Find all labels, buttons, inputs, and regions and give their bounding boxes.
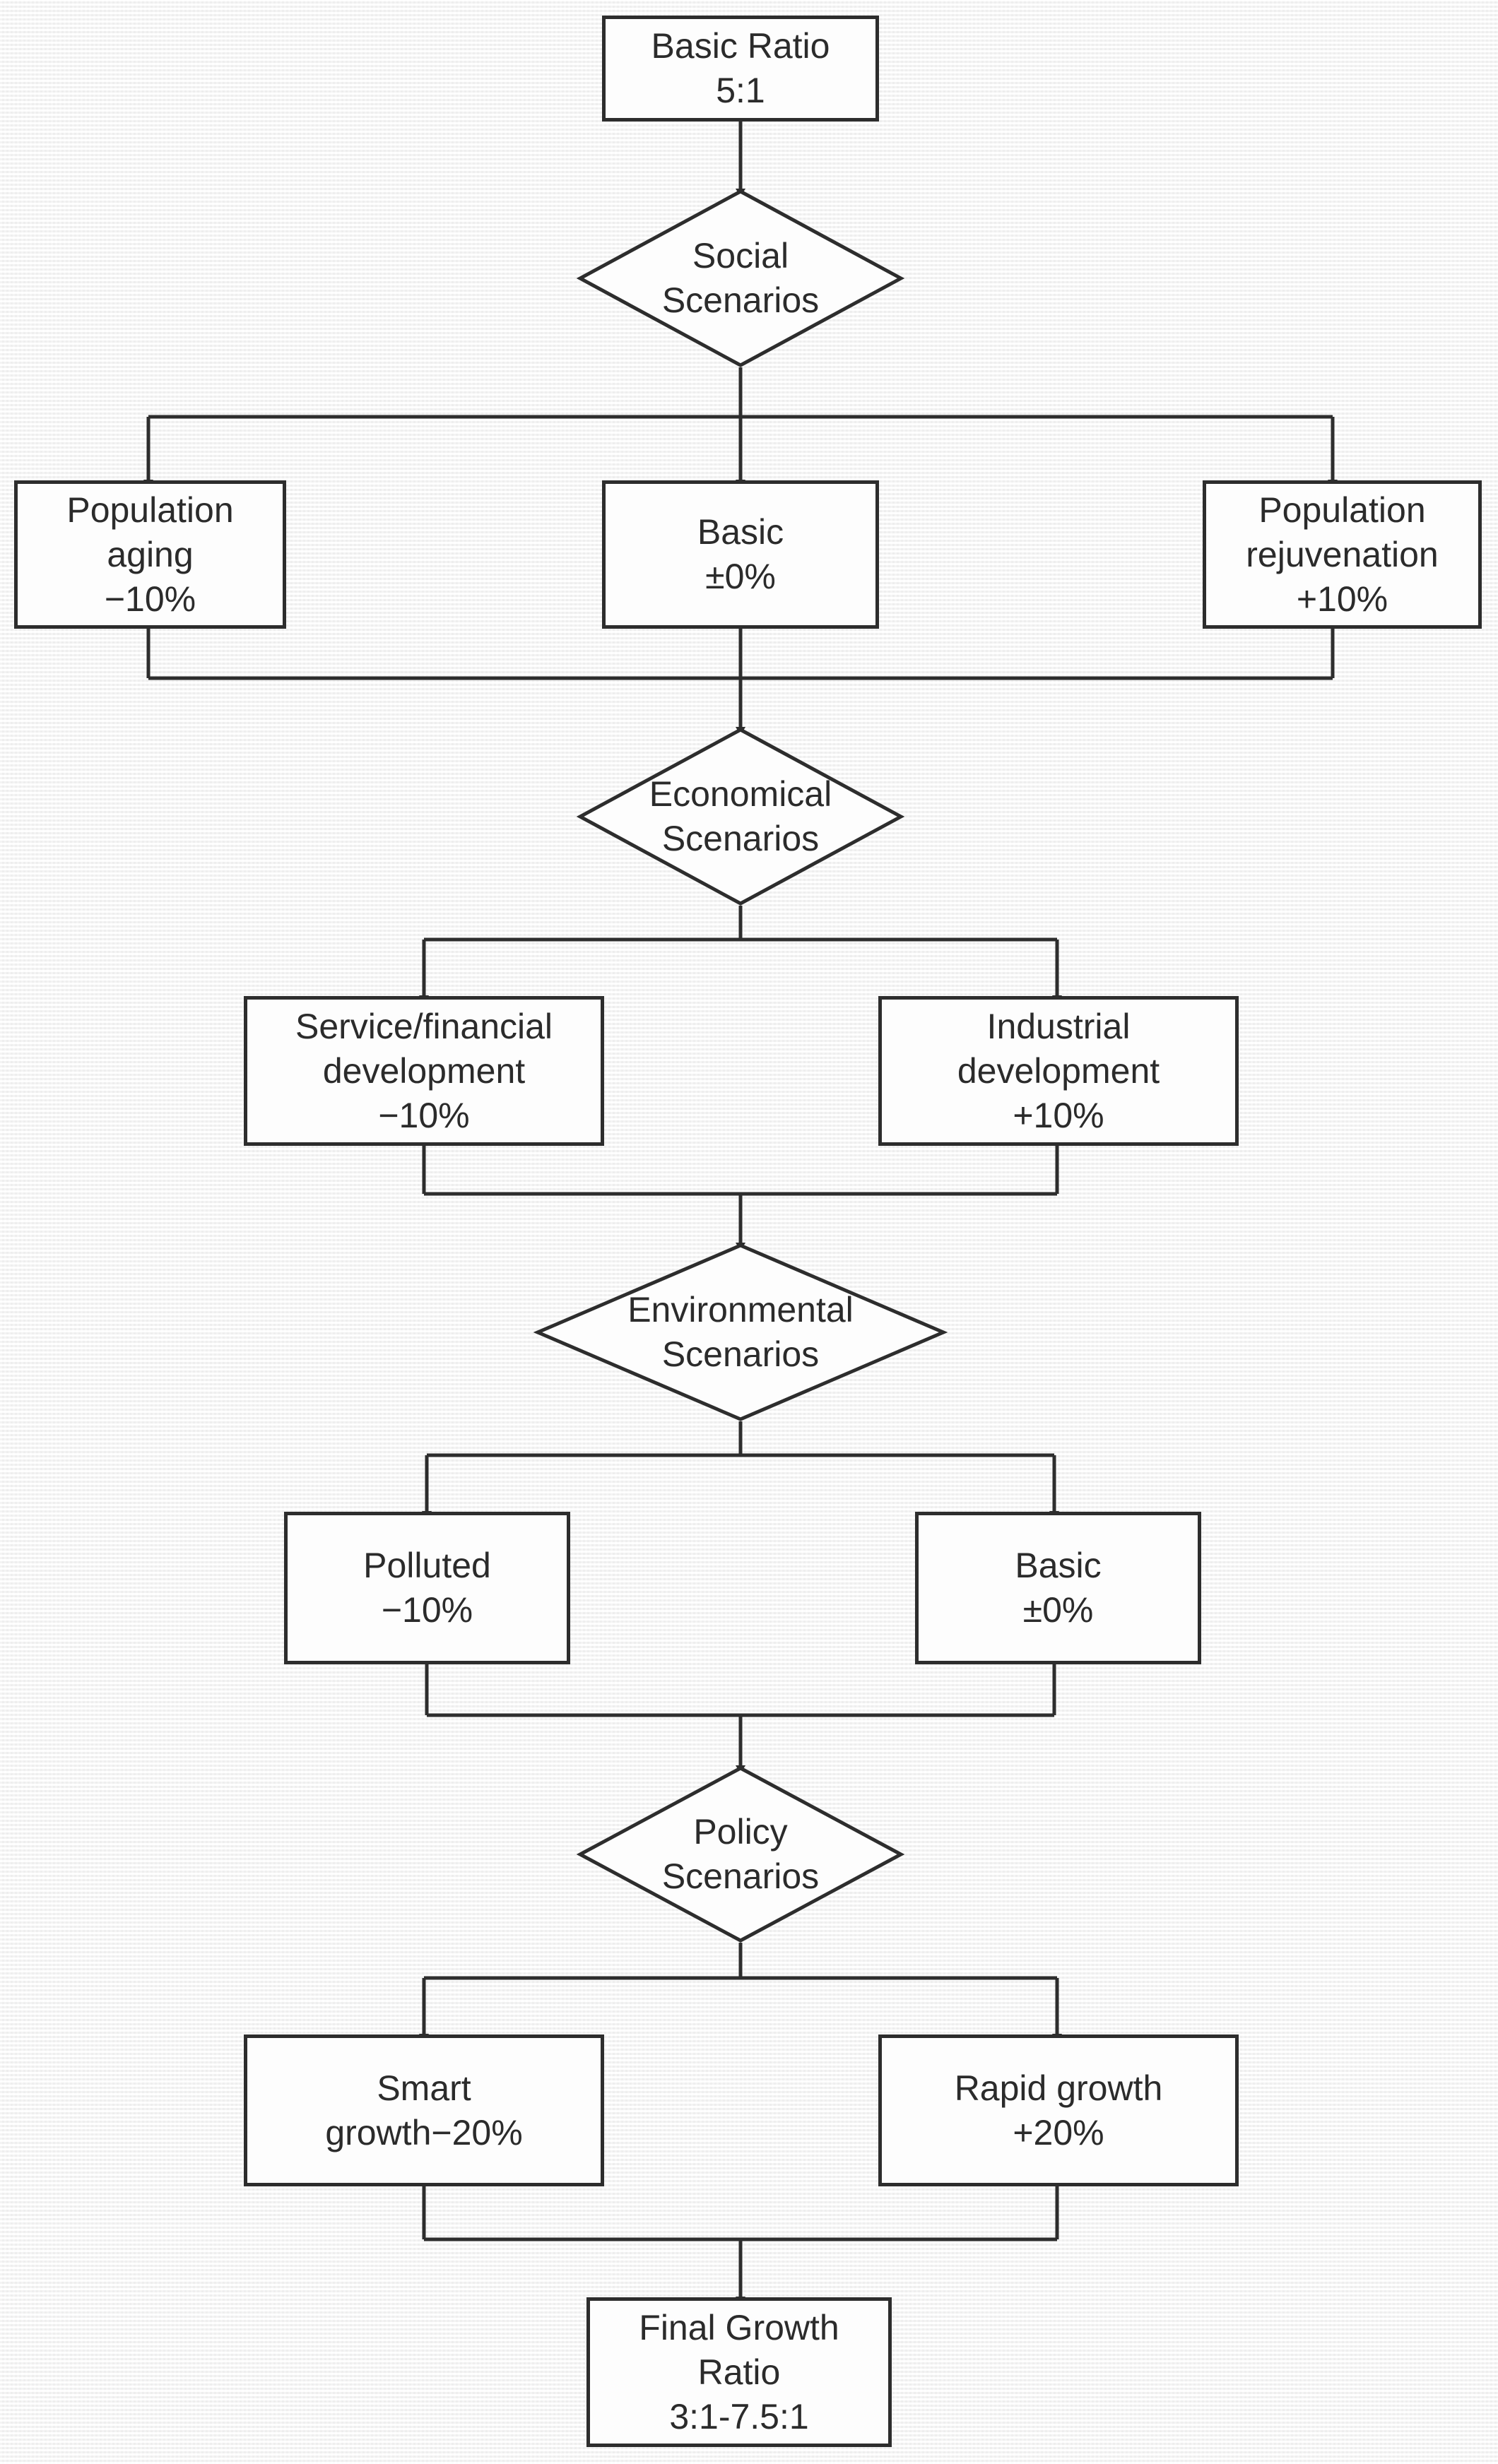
node-social-basic: Basic ±0% — [602, 480, 879, 629]
node-final-growth-ratio: Final Growth Ratio 3:1-7.5:1 — [586, 2297, 892, 2447]
node-policy-scenarios: Policy Scenarios — [576, 1766, 905, 1943]
node-policy-scenarios-label: Policy Scenarios — [661, 1812, 820, 1896]
node-social-scenarios-label: Social Scenarios — [661, 236, 820, 320]
node-population-aging: Population aging −10% — [14, 480, 286, 629]
node-environmental-basic: Basic ±0% — [915, 1512, 1201, 1664]
node-smart-growth: Smart growth−20% — [244, 2034, 604, 2186]
diamond-shape — [576, 189, 905, 367]
node-basic-ratio: Basic Ratio 5:1 — [602, 16, 879, 122]
node-environmental-scenarios: Environmental Scenarios — [533, 1243, 948, 1421]
node-economical-scenarios-label: Economical Scenarios — [649, 774, 832, 858]
node-population-rejuvenation: Population rejuvenation +10% — [1203, 480, 1482, 629]
diamond-shape — [576, 1766, 905, 1943]
node-social-scenarios: Social Scenarios — [576, 189, 905, 367]
node-economical-scenarios: Economical Scenarios — [576, 728, 905, 906]
node-rapid-growth: Rapid growth +20% — [878, 2034, 1239, 2186]
node-industrial-development: Industrial development +10% — [878, 996, 1239, 1146]
diamond-shape — [576, 728, 905, 906]
diamond-shape — [533, 1243, 948, 1421]
node-polluted: Polluted −10% — [284, 1512, 570, 1664]
node-service-financial-development: Service/financial development −10% — [244, 996, 604, 1146]
node-environmental-scenarios-label: Environmental Scenarios — [627, 1290, 854, 1374]
